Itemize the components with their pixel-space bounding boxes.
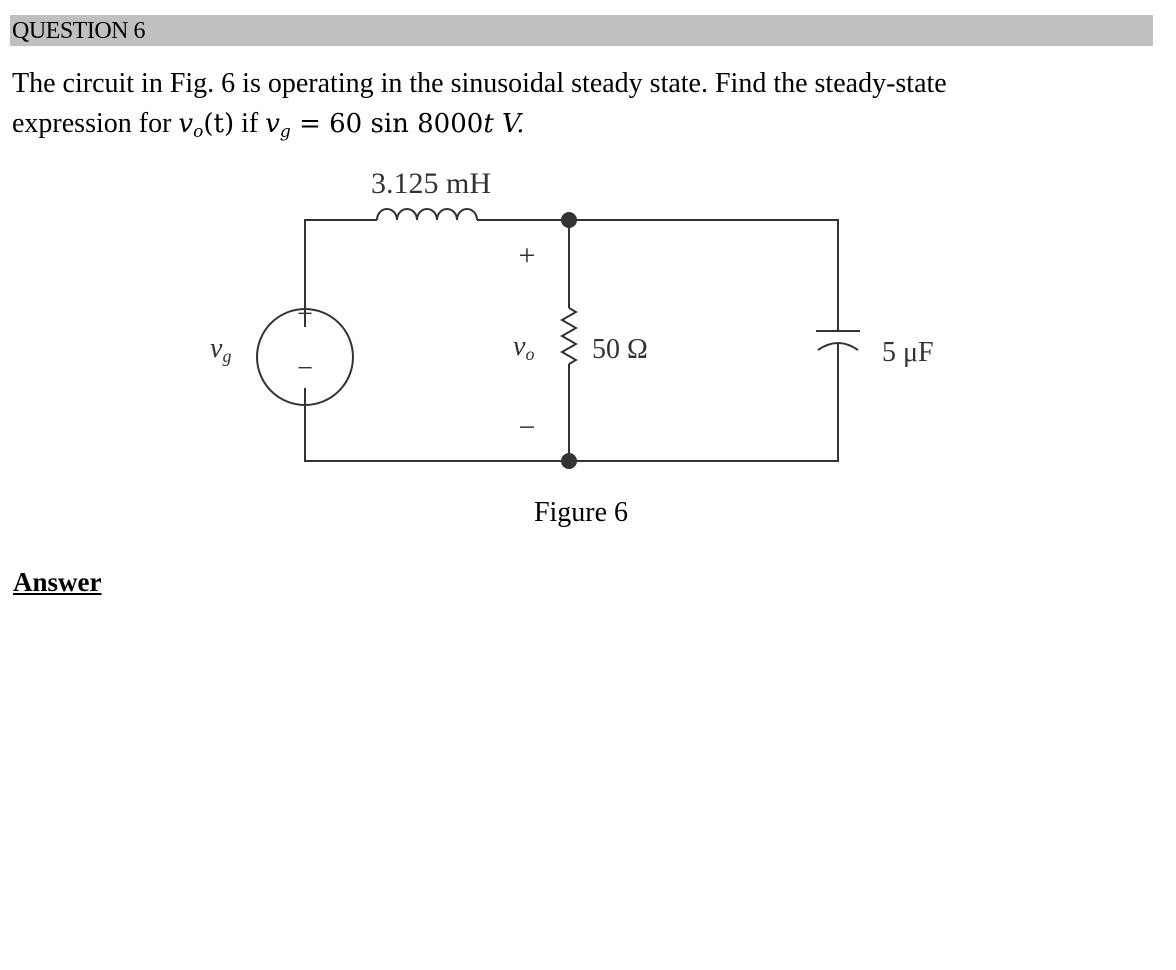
vo-label: vo (513, 331, 534, 364)
problem-text-line-1: The circuit in Fig. 6 is operating in th… (12, 68, 947, 99)
wire-right-bottom (304, 343, 839, 462)
vo-label-var: v (513, 331, 526, 362)
vo-symbol: v (178, 109, 194, 139)
question-header-bar (10, 15, 1153, 46)
vg-subscript: g (279, 122, 291, 142)
resistor-label: 50 Ω (592, 334, 648, 365)
vg-label: vg (210, 333, 231, 366)
capacitor-label: 5 μF (882, 337, 934, 368)
unit-volts: V. (493, 109, 525, 139)
wire-left-top (304, 219, 377, 327)
vo-argument: (t) (203, 109, 235, 139)
equation-body: = 60 sin 8000 (290, 109, 484, 139)
inductor-label: 3.125 mH (371, 167, 491, 200)
wire-top (477, 219, 839, 331)
answer-label: Answer (13, 567, 102, 597)
source-minus: − (297, 353, 313, 384)
question-title: QUESTION 6 (12, 18, 146, 44)
problem-text-prefix: expression for (12, 108, 179, 139)
vo-minus: − (519, 411, 536, 444)
resistor-symbol (559, 307, 579, 365)
vg-label-sub: g (222, 346, 231, 366)
node-top (561, 212, 577, 228)
inductor-symbol (376, 208, 478, 221)
voltage-source (256, 308, 354, 406)
vo-subscript: o (193, 122, 204, 142)
source-plus: + (297, 299, 313, 330)
t-symbol: t (483, 109, 494, 139)
vo-plus: + (519, 239, 536, 272)
vg-label-var: v (210, 333, 223, 364)
if-word: if (234, 108, 266, 139)
figure-caption: Figure 6 (534, 497, 628, 528)
circuit-figure: 3.125 mH + − vg + vo − 50 Ω 5 μF Figure … (210, 167, 934, 528)
node-bottom (561, 453, 577, 469)
problem-statement: The circuit in Fig. 6 is operating in th… (12, 64, 1142, 147)
vo-label-sub: o (525, 344, 534, 364)
vg-symbol: v (265, 109, 280, 139)
